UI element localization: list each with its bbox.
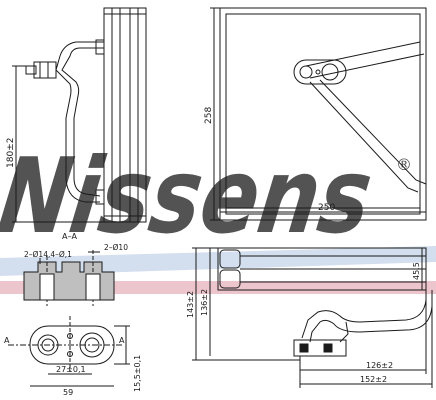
front-dim-height: 258: [204, 107, 214, 124]
side-pipe: [55, 41, 104, 203]
front-pipe-lower: [319, 79, 427, 185]
end-bolt-hole: [67, 333, 73, 339]
bottom-tank: [219, 249, 241, 269]
side-core: [103, 7, 147, 223]
front-core-inner: [225, 13, 421, 215]
front-view: [210, 7, 427, 221]
end-bolt-hole: [67, 351, 73, 357]
bottom-fitting-nut: [323, 343, 333, 353]
side-tab: [95, 39, 105, 55]
bottom-dim-pipe-length-label: 126±2: [366, 361, 393, 370]
section-label: A–A: [62, 232, 77, 241]
side-dim-height: 180±2: [6, 138, 16, 168]
section-port-right-label: 2–Ø10: [104, 243, 128, 252]
watermark-registered-mark: ®: [396, 155, 412, 174]
section-port-left-label: 2–Ø14,4–Ø,1: [24, 250, 72, 259]
section-view: [23, 250, 115, 306]
end-dim-offset-label: 27±0,1: [56, 365, 86, 374]
end-view: [8, 316, 130, 387]
bottom-tank: [219, 269, 241, 289]
end-section-mark-right: A: [119, 336, 125, 345]
front-port-bolt: [315, 69, 321, 75]
bottom-dim-thickness-label: 45,5: [412, 262, 421, 280]
watermark-brand: Nissens: [0, 135, 379, 256]
side-tab: [95, 189, 105, 205]
bottom-pipe: [339, 321, 349, 343]
bottom-pipe: [309, 290, 433, 343]
end-dim-width-label: 59: [63, 388, 73, 397]
bottom-dim-core-height-label: 136±2: [200, 289, 209, 316]
bottom-view: [192, 247, 433, 388]
section-port-bore: [85, 273, 101, 301]
front-pipe-lower: [309, 81, 419, 193]
side-view: [12, 7, 147, 223]
front-core-outer: [219, 7, 427, 221]
bottom-fitting-nut: [299, 343, 309, 353]
side-fitting-nut: [25, 65, 37, 75]
front-flange: [293, 59, 347, 85]
bottom-dim-overall-height-label: 143±2: [186, 291, 195, 318]
end-dim-height-label: 15,5±0,1: [133, 355, 142, 392]
bottom-dim-overall-length-label: 152±2: [360, 375, 387, 384]
side-pipe: [61, 47, 104, 197]
front-pipe-upper: [305, 41, 421, 67]
bottom-pipe: [301, 290, 427, 339]
front-port: [321, 63, 339, 81]
watermark: Nissens ®: [0, 135, 436, 294]
end-section-mark-left: A: [4, 336, 10, 345]
front-dim-width: 250: [318, 203, 335, 213]
front-port: [299, 65, 313, 79]
front-pipe-upper: [309, 53, 425, 79]
bottom-fitting: [293, 339, 347, 357]
side-fitting: [33, 61, 57, 79]
section-port-bore: [39, 273, 55, 301]
